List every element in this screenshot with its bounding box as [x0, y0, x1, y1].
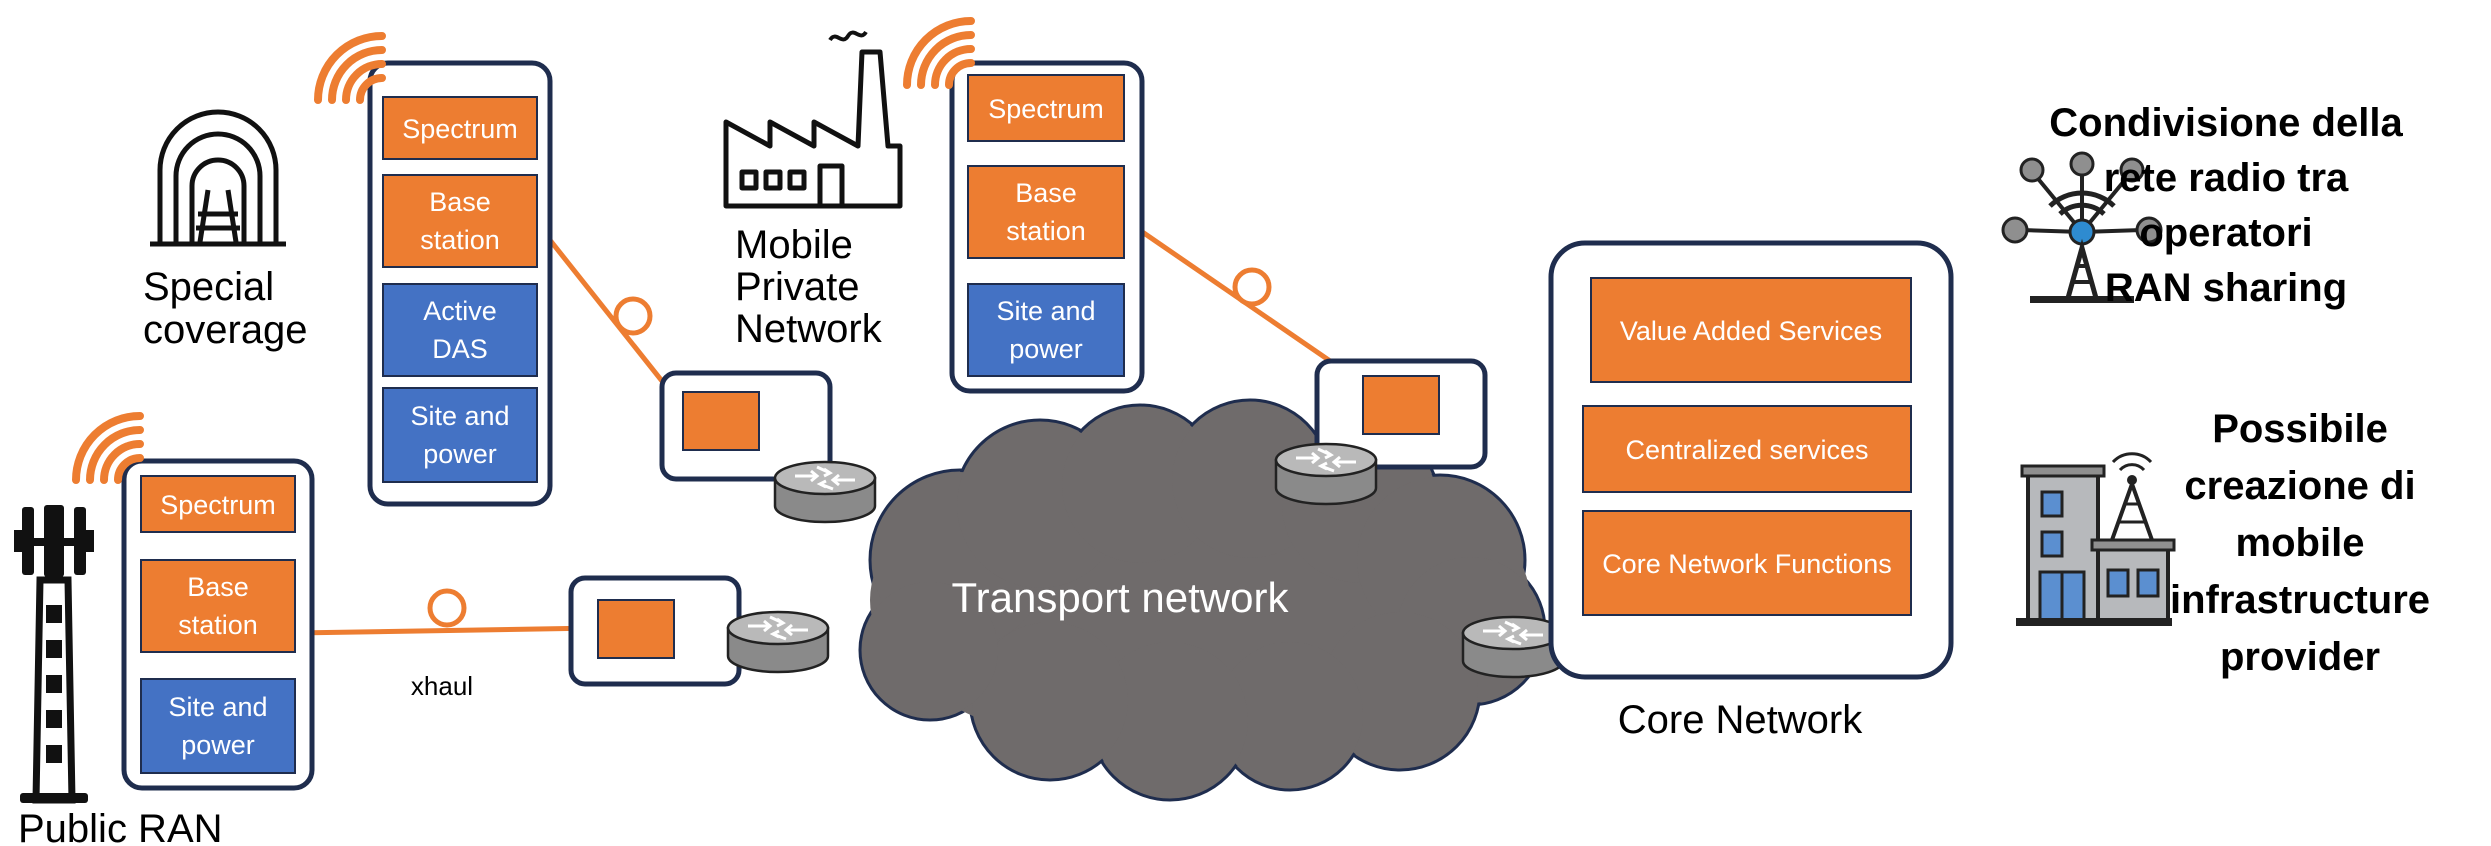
core-network-functions-block: Core Network Functions: [1602, 549, 1892, 579]
mobile-private-panel: Spectrum Base station Site and power: [949, 60, 1145, 394]
special-base-station-block: Base station: [420, 187, 500, 255]
public-spectrum-block: Spectrum: [160, 490, 276, 520]
cell-tower-icon: [14, 505, 94, 804]
private-site-power-block: Site and power: [996, 296, 1096, 364]
core-network-panel: Value Added Services Centralized service…: [1548, 240, 1954, 680]
value-added-services-block: Value Added Services: [1620, 316, 1882, 346]
public-site-power-block: Site and power: [168, 692, 268, 760]
public-ran-caption: Public RAN: [18, 807, 223, 846]
private-spectrum-block: Spectrum: [988, 94, 1104, 124]
special-coverage-caption-2: coverage: [143, 308, 308, 352]
infra-provider-text-3: mobile: [2236, 521, 2365, 565]
centralized-services-block: Centralized services: [1625, 435, 1868, 465]
mobile-private-caption-2: Private: [735, 265, 860, 309]
core-network-caption: Core Network: [1618, 698, 1864, 742]
ran-sharing-text-4: RAN sharing: [2105, 266, 2347, 310]
edge-node-public: [568, 575, 742, 687]
router-icon: [726, 610, 830, 674]
router-icon: [1274, 442, 1378, 506]
special-coverage-panel: Spectrum Base station Active DAS Site an…: [367, 60, 553, 507]
router-icon: [1461, 615, 1565, 679]
infra-provider-text-2: creazione di: [2184, 464, 2415, 508]
factory-icon: [723, 30, 903, 209]
infra-provider-text-4: infrastructure: [2170, 578, 2430, 622]
ran-sharing-text-2: rete radio tra: [2104, 156, 2349, 200]
xhaul-link-nodes: [427, 267, 1272, 628]
building-tower-icon: [2016, 452, 2176, 626]
edge-node-special: [659, 370, 833, 482]
private-base-station-block: Base station: [1006, 178, 1086, 246]
public-base-station-block: Base station: [178, 572, 258, 640]
transport-network-label: Transport network: [952, 574, 1290, 621]
special-site-power-block: Site and power: [410, 401, 510, 469]
ran-sharing-text-1: Condivisione della: [2049, 101, 2403, 145]
tunnel-icon: [150, 109, 286, 247]
ran-sharing-text-3: operatori: [2139, 211, 2312, 255]
special-spectrum-block: Spectrum: [402, 114, 518, 144]
infra-provider-text-5: provider: [2220, 635, 2380, 679]
router-icon: [773, 460, 877, 524]
special-coverage-caption-1: Special: [143, 265, 274, 309]
mobile-private-caption-1: Mobile: [735, 223, 853, 267]
mobile-private-caption-3: Network: [735, 307, 883, 351]
public-ran-panel: Spectrum Base station Site and power: [121, 458, 315, 791]
special-active-das-block: Active DAS: [423, 296, 497, 364]
antenna-sharing-icon: [2001, 151, 2163, 303]
xhaul-label: xhaul: [411, 671, 473, 701]
infra-provider-text-1: Possibile: [2212, 407, 2388, 451]
edge-node-private: [1314, 358, 1488, 470]
